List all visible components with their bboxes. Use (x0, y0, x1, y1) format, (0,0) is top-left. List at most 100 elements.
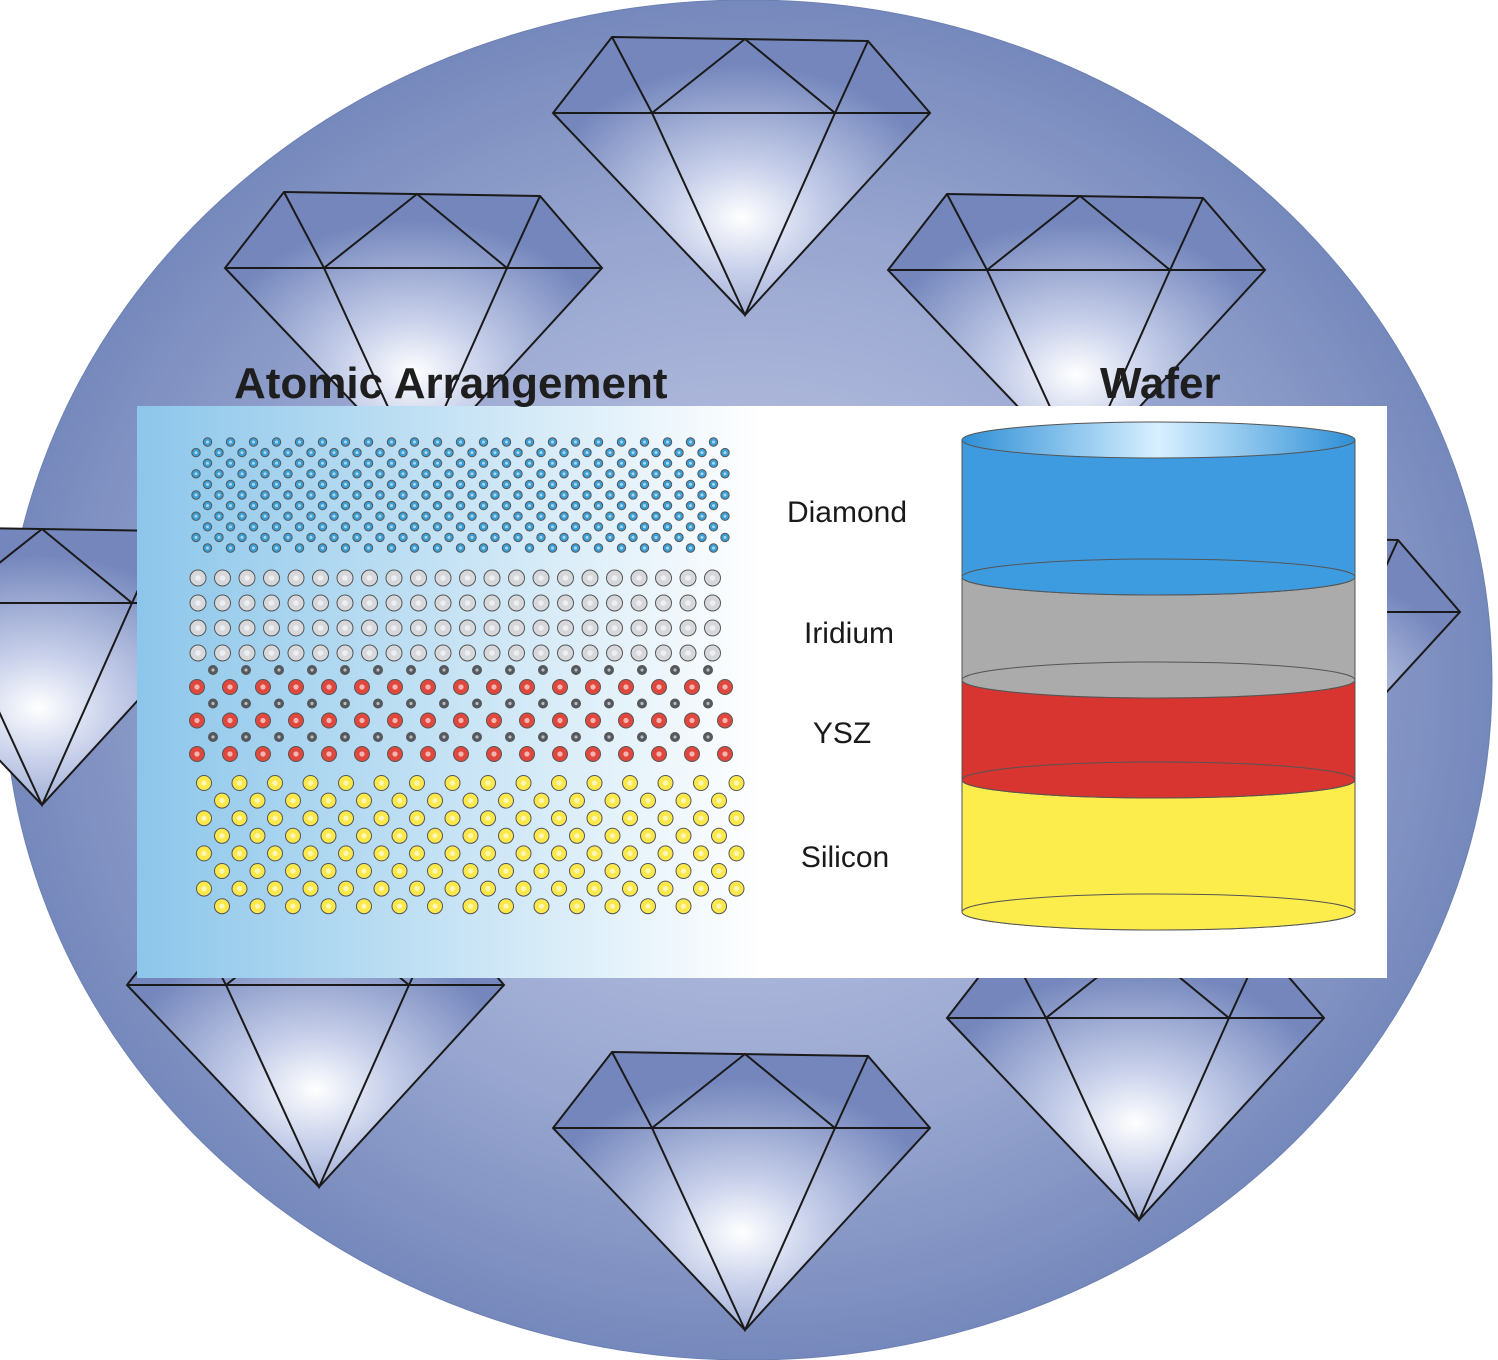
diamond-atom-highlight (539, 535, 543, 539)
oxygen-atom-highlight (376, 701, 380, 706)
diamond-atom-highlight (562, 535, 566, 539)
ysz-atom-highlight (392, 751, 398, 757)
iridium-atom-highlight (562, 625, 569, 631)
silicon-atom-highlight (361, 868, 367, 874)
ysz-atom-highlight (491, 751, 497, 757)
silicon-atom-highlight (449, 780, 456, 786)
diamond-atom-highlight (505, 546, 508, 550)
silicon-atom-highlight (574, 868, 580, 874)
oxygen-atom-highlight (277, 701, 281, 706)
oxygen-atom-highlight (409, 735, 413, 739)
oxygen-atom-highlight (475, 701, 479, 706)
diamond-atom-highlight (608, 472, 612, 476)
silicon-atom-highlight (378, 885, 385, 892)
iridium-atom-highlight (611, 625, 618, 631)
silicon-atom-highlight (290, 797, 296, 804)
ysz-atom-highlight (689, 751, 695, 757)
iridium-atom-highlight (268, 575, 275, 581)
diamond-atom-highlight (252, 440, 255, 444)
diamond-atom-highlight (355, 514, 359, 518)
silicon-atom-highlight (503, 903, 509, 909)
diamond-atom-highlight (551, 461, 554, 465)
diamond-atom-highlight (516, 514, 520, 518)
diamond-atom-highlight (562, 451, 566, 455)
diamond-atom-highlight (654, 535, 658, 539)
diamond-atom-highlight (493, 514, 497, 518)
silicon-atom-highlight (503, 797, 509, 804)
silicon-atom-highlight (449, 850, 456, 857)
diamond-atom-highlight (459, 546, 462, 550)
silicon-atom-highlight (467, 833, 474, 839)
silicon-atom-highlight (680, 903, 687, 909)
diamond-atom-highlight (355, 472, 359, 476)
oxygen-atom-highlight (409, 668, 413, 672)
silicon-atom-highlight (520, 780, 527, 786)
iridium-atom-highlight (219, 600, 226, 606)
diamond-atom-highlight (493, 535, 497, 539)
diamond-atom-highlight (677, 472, 681, 476)
diamond-atom-highlight (332, 535, 336, 539)
iridium-atom-highlight (195, 625, 201, 631)
ysz-atom-highlight (722, 684, 728, 690)
iridium-atom-highlight (219, 650, 226, 656)
silicon-atom-highlight (645, 797, 651, 804)
silicon-atom-highlight (325, 797, 332, 804)
diamond-atom-highlight (597, 482, 600, 486)
oxygen-atom-highlight (310, 701, 314, 706)
oxygen-atom-highlight (442, 735, 446, 739)
iridium-atom-highlight (660, 625, 667, 631)
silicon-atom-highlight (698, 815, 704, 821)
diamond-atom-highlight (608, 535, 612, 539)
iridium-atom-highlight (562, 575, 569, 581)
diamond-atom-highlight (298, 504, 301, 508)
diamond-atom-highlight (562, 472, 566, 476)
iridium-atom-highlight (440, 650, 446, 656)
ysz-atom-highlight (359, 751, 365, 757)
diamond-atom-highlight (436, 440, 439, 444)
silicon-atom-highlight (219, 797, 225, 804)
silicon-atom-highlight (609, 868, 616, 874)
iridium-atom-highlight (268, 600, 275, 606)
diamond-atom-highlight (539, 493, 543, 497)
diamond-atom-highlight (539, 472, 543, 476)
ysz-atom-highlight (458, 717, 464, 724)
diamond-atom-highlight (367, 461, 370, 465)
diamond-atom-highlight (677, 493, 681, 497)
diamond-atom-highlight (206, 440, 209, 444)
diamond-atom-highlight (206, 504, 209, 508)
silicon-atom-highlight (432, 903, 438, 909)
diamond-atom-highlight (240, 514, 244, 518)
diamond-atom-highlight (286, 472, 290, 476)
diamond-atom-highlight (700, 451, 704, 455)
silicon-atom-highlight (414, 815, 420, 821)
oxygen-atom-highlight (244, 735, 248, 739)
diamond-atom-highlight (413, 482, 416, 486)
diamond-atom-highlight (528, 546, 531, 550)
silicon-atom-highlight (716, 833, 722, 839)
iridium-atom-highlight (636, 625, 642, 631)
diamond-atom-highlight (378, 451, 382, 455)
diamond-atom-highlight (367, 482, 370, 486)
diamond-atom-highlight (620, 461, 623, 465)
silicon-atom-highlight (201, 885, 207, 892)
silicon-atom-highlight (485, 850, 491, 857)
iridium-atom-highlight (538, 650, 544, 656)
iridium-atom-highlight (709, 650, 716, 656)
diamond-atom-highlight (666, 461, 669, 465)
silicon-atom-highlight (609, 903, 616, 909)
diamond-atom-highlight (367, 546, 370, 550)
silicon-atom-highlight (219, 903, 225, 909)
silicon-atom-highlight (698, 885, 704, 892)
iridium-atom-highlight (268, 650, 275, 656)
silicon-atom-highlight (680, 833, 687, 839)
diamond-atom-highlight (240, 493, 244, 497)
diamond-atom-highlight (712, 525, 715, 529)
silicon-atom-highlight (520, 885, 527, 892)
diamond-atom-highlight (723, 451, 727, 455)
ysz-atom-highlight (722, 717, 728, 724)
ysz-atom-highlight (557, 717, 563, 724)
oxygen-atom-highlight (607, 701, 611, 706)
iridium-atom-highlight (464, 625, 471, 631)
oxygen-atom-highlight (211, 735, 215, 739)
